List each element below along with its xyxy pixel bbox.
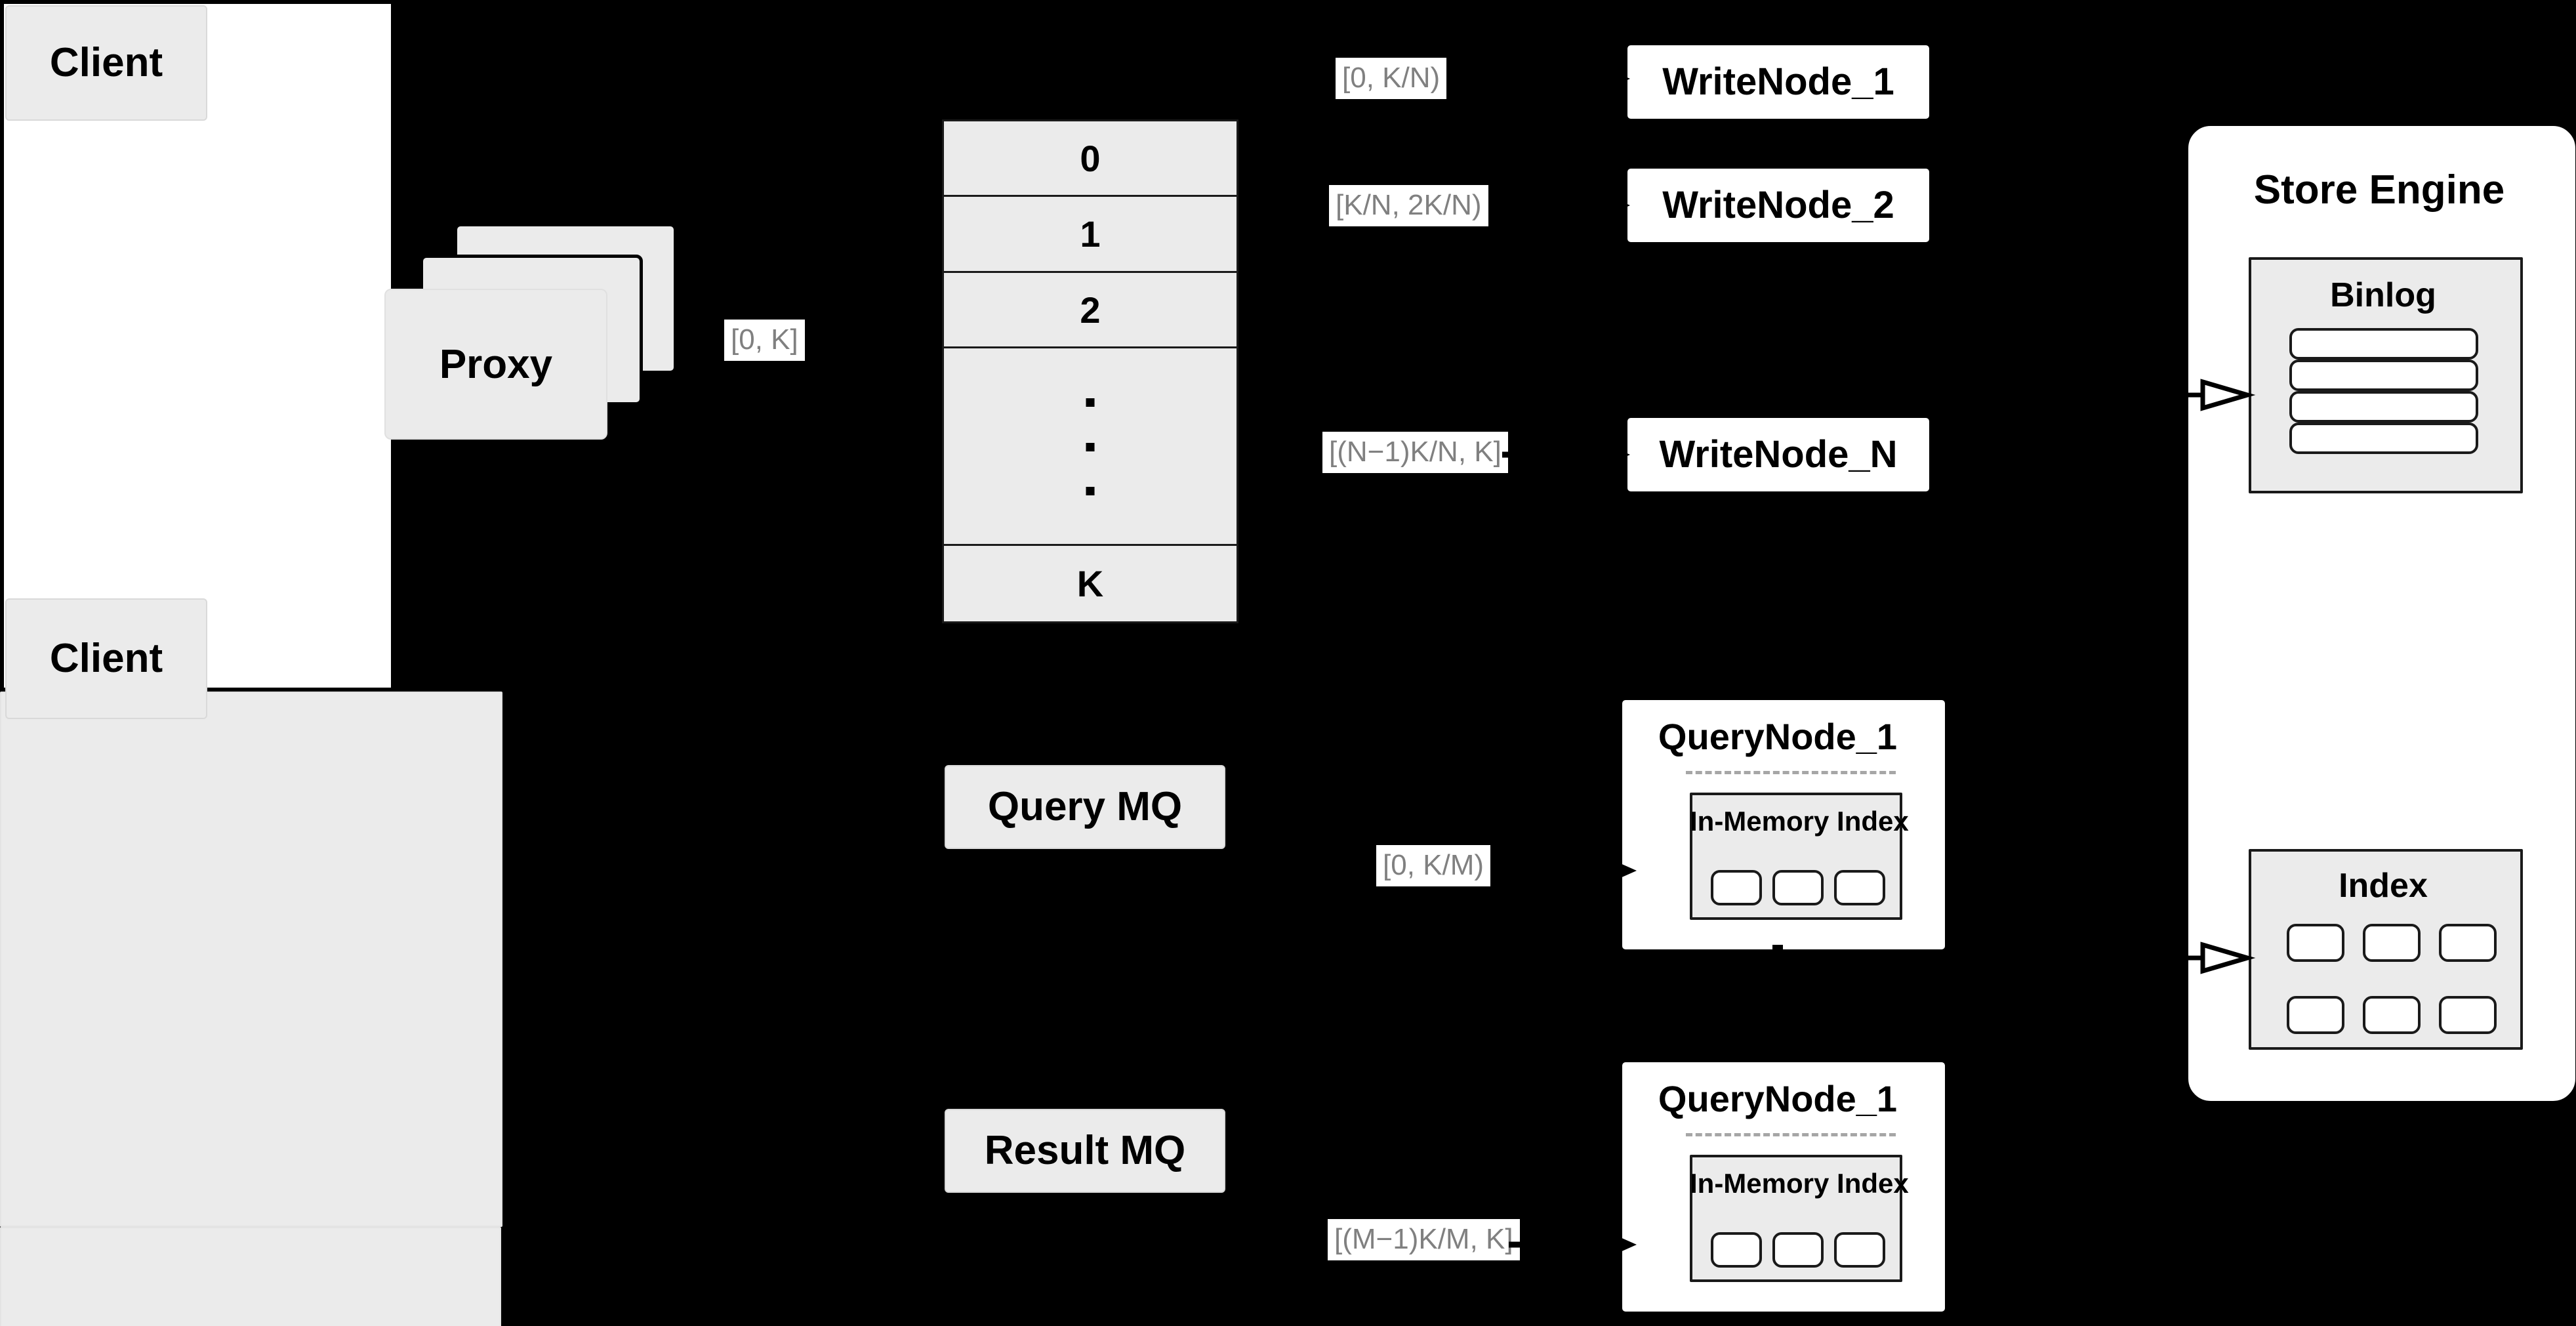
query-node-m-label: QueryNode_1 bbox=[1658, 1078, 1898, 1119]
client-label: Client bbox=[49, 40, 163, 86]
write-node-label: WriteNode_2 bbox=[1662, 183, 1894, 226]
write-cluster-vertical-ellipsis-icon bbox=[1771, 282, 1787, 387]
write-node-cluster bbox=[0, 692, 502, 1227]
in-memory-index-cell bbox=[1711, 1232, 1762, 1268]
query-node-1-in-memory-index-label: In-Memory Index bbox=[1690, 806, 1909, 837]
binlog-row bbox=[2289, 423, 2478, 454]
binlog-title: Binlog bbox=[2330, 276, 2436, 314]
edge-label-wal-to-write-n: [(N−1)K/N, K] bbox=[1322, 432, 1508, 473]
in-memory-index-cell bbox=[1834, 1232, 1885, 1268]
in-memory-index-cell bbox=[1711, 870, 1762, 905]
edge-label-proxy-to-wal: [0, K] bbox=[724, 320, 805, 361]
result-mq-box[interactable]: Result MQ bbox=[945, 1109, 1225, 1193]
in-memory-index-cell bbox=[1834, 870, 1885, 905]
client-label: Client bbox=[49, 636, 163, 682]
query-node-m-in-memory-index-label: In-Memory Index bbox=[1690, 1168, 1909, 1199]
arrow-mq-to-query-node-m bbox=[1509, 1232, 1637, 1258]
edge-label-wal-to-write-2: [K/N, 2K/N) bbox=[1329, 185, 1488, 226]
arrow-mq-to-query-node-1 bbox=[1509, 858, 1637, 884]
index-cell bbox=[2287, 996, 2344, 1034]
client-box-2[interactable]: Client bbox=[5, 598, 207, 719]
wal-row: K bbox=[944, 546, 1237, 621]
binlog-row bbox=[2289, 391, 2478, 423]
binlog-row bbox=[2289, 360, 2478, 391]
query-node-m-separator bbox=[1686, 1133, 1896, 1136]
wal-row-ellipsis bbox=[944, 348, 1237, 546]
index-cell bbox=[2287, 924, 2344, 962]
edge-label-mq-to-query-1: [0, K/M) bbox=[1376, 845, 1491, 886]
in-memory-index-cell bbox=[1772, 1232, 1824, 1268]
write-node-n[interactable]: WriteNode_N bbox=[1622, 412, 1935, 497]
query-mq-box[interactable]: Query MQ bbox=[945, 765, 1225, 849]
index-cell bbox=[2363, 996, 2421, 1034]
query-mq-label: Query MQ bbox=[987, 784, 1183, 830]
arrow-wal-to-write-node-n bbox=[1502, 442, 1630, 468]
wal-row: 2 bbox=[944, 273, 1237, 349]
wal-row-label: 2 bbox=[1080, 289, 1101, 331]
write-node-1[interactable]: WriteNode_1 bbox=[1622, 39, 1935, 125]
query-node-1-label: QueryNode_1 bbox=[1658, 716, 1898, 757]
wal-row: 0 bbox=[944, 121, 1237, 197]
write-node-label: WriteNode_1 bbox=[1662, 60, 1894, 103]
arrow-to-binlog bbox=[2173, 379, 2256, 411]
write-node-label: WriteNode_N bbox=[1659, 432, 1898, 476]
edge-label-wal-to-write-1: [0, K/N) bbox=[1336, 58, 1447, 99]
index-cell bbox=[2439, 924, 2497, 962]
query-node-cluster bbox=[0, 1227, 501, 1326]
edge-label-mq-to-query-m: [(M−1)K/M, K] bbox=[1328, 1219, 1520, 1260]
wal-row-label: K bbox=[1076, 562, 1104, 604]
result-mq-label: Result MQ bbox=[984, 1128, 1186, 1174]
wal-table: 0 1 2 K bbox=[942, 119, 1238, 623]
write-node-2[interactable]: WriteNode_2 bbox=[1622, 163, 1935, 248]
wal-row-label: 0 bbox=[1080, 137, 1101, 179]
index-cell bbox=[2363, 924, 2421, 962]
wal-row: 1 bbox=[944, 197, 1237, 273]
wal-vertical-ellipsis-icon bbox=[1086, 398, 1095, 496]
arrow-wal-to-write-node-1 bbox=[1502, 66, 1630, 92]
client-box-1[interactable]: Client bbox=[5, 5, 207, 121]
binlog-row bbox=[2289, 328, 2478, 360]
index-title: Index bbox=[2339, 867, 2428, 905]
query-cluster-vertical-ellipsis-icon bbox=[1770, 945, 1786, 1045]
query-node-1-separator bbox=[1686, 771, 1896, 774]
in-memory-index-cell bbox=[1772, 870, 1824, 905]
wal-row-label: 1 bbox=[1080, 213, 1101, 255]
arrow-wal-to-write-node-2 bbox=[1502, 192, 1630, 218]
wal-title: WAL bbox=[1041, 37, 1138, 85]
arrow-to-index bbox=[2173, 942, 2256, 974]
proxy-box[interactable]: Proxy bbox=[384, 289, 607, 440]
proxy-label: Proxy bbox=[439, 341, 553, 387]
index-cell bbox=[2439, 996, 2497, 1034]
store-engine-title: Store Engine bbox=[2253, 167, 2505, 213]
